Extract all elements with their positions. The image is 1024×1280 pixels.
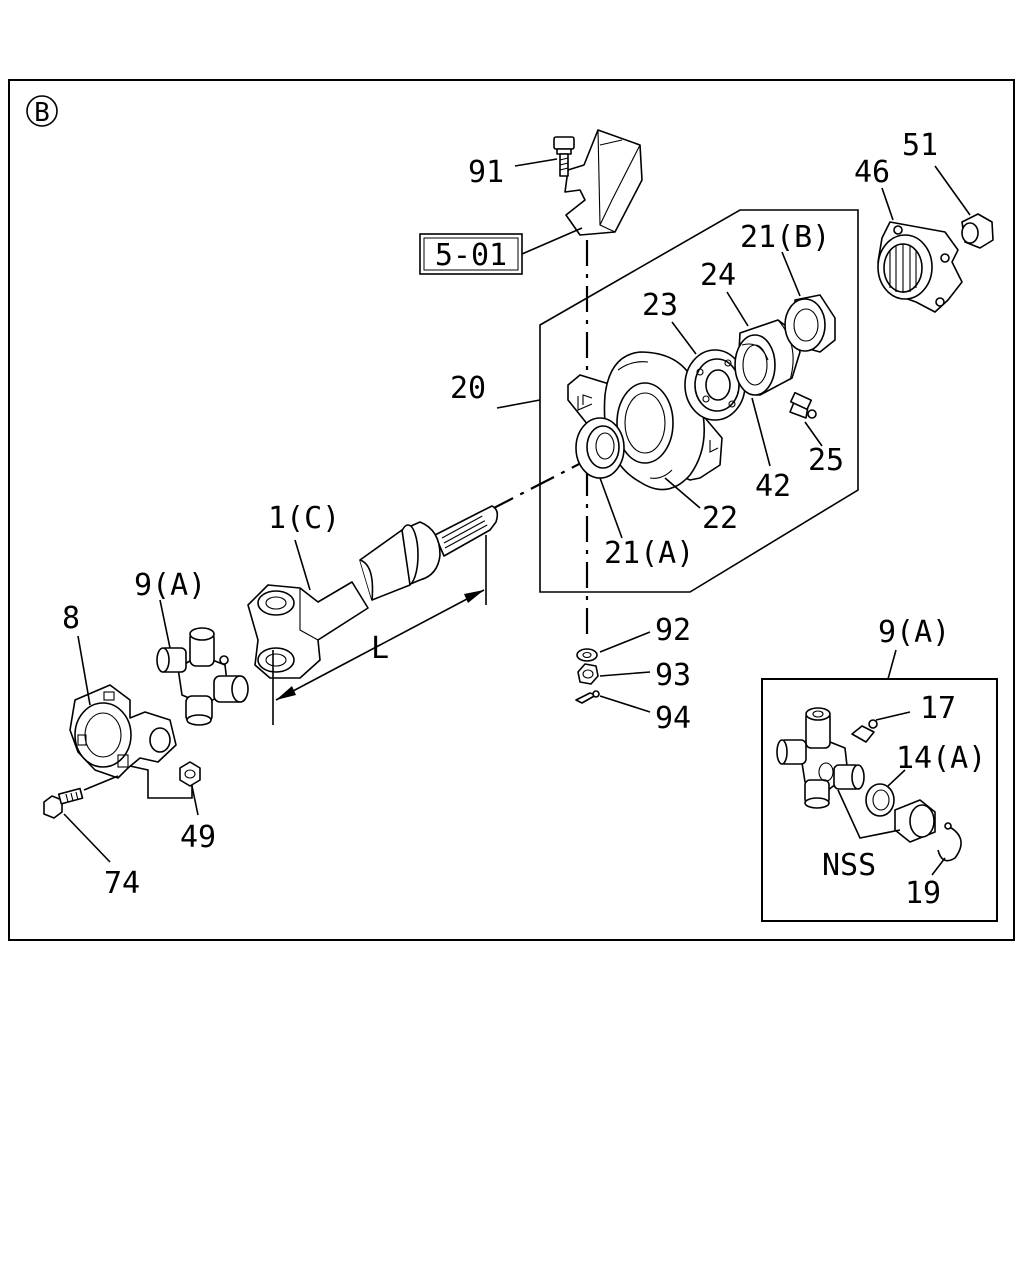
callout-22: 22 — [702, 501, 738, 536]
leader-19 — [931, 857, 946, 876]
bearing-cup — [894, 799, 936, 843]
leader-21b — [781, 251, 801, 297]
companion-flange-46 — [877, 221, 963, 313]
leader-46 — [881, 187, 894, 221]
callout-14a: 14(A) — [896, 741, 986, 776]
inset-title: 9(A) — [878, 615, 950, 650]
callout-94: 94 — [655, 701, 691, 736]
callout-93: 93 — [655, 658, 691, 693]
ball-bearing-23 — [684, 349, 746, 421]
spring-42 — [734, 334, 776, 396]
flange-nut-51 — [961, 213, 994, 249]
leader-74-to-flange — [83, 775, 119, 791]
callout-19: 19 — [905, 876, 941, 911]
view-marker-letter: B — [34, 98, 50, 128]
callout-9a: 9(A) — [134, 568, 206, 603]
nut-49 — [179, 761, 201, 787]
leader-1c — [294, 539, 311, 591]
leader-20 — [496, 399, 541, 409]
frame-bracket — [564, 129, 643, 236]
leader-25 — [804, 421, 823, 447]
leader-8 — [77, 635, 91, 706]
callout-51: 51 — [902, 128, 938, 163]
leader-23 — [671, 321, 697, 355]
leader-74 — [63, 813, 111, 863]
callout-21b: 21(B) — [740, 220, 830, 255]
callout-92: 92 — [655, 613, 691, 648]
callout-46: 46 — [854, 155, 890, 190]
oil-seal-21b — [784, 294, 836, 353]
leader-51 — [934, 165, 971, 216]
callout-21a: 21(A) — [604, 536, 694, 571]
callout-42: 42 — [755, 469, 791, 504]
diagram-frame — [8, 79, 1015, 941]
leader-42 — [751, 397, 771, 467]
grease-nipple-17 — [851, 719, 878, 743]
group-bracket-8 — [129, 765, 193, 799]
oil-seal-21a — [575, 417, 625, 479]
seal-14a — [865, 783, 895, 817]
callout-nss: NSS — [822, 848, 876, 883]
leader-93 — [599, 671, 651, 677]
callout-17: 17 — [920, 691, 956, 726]
snap-ring-19 — [937, 822, 962, 862]
nss-bracket — [837, 789, 901, 839]
leader-9a — [159, 599, 171, 649]
grease-nipple-25 — [789, 391, 817, 419]
leader-22 — [664, 477, 701, 509]
leader-91 — [514, 158, 558, 167]
spider-cross — [776, 707, 865, 809]
center-bearing-group-outline — [539, 209, 859, 593]
callout-20: 20 — [450, 371, 486, 406]
ref-box-label: 5-01 — [435, 238, 507, 273]
bolt-74 — [43, 787, 84, 819]
bearing-housing-22 — [567, 351, 723, 491]
leader-inset-title — [887, 649, 897, 680]
flange-yoke-8 — [69, 684, 177, 779]
leader-5-01 — [521, 227, 583, 255]
callout-25: 25 — [808, 443, 844, 478]
leader-14a — [887, 769, 906, 787]
inset-frame — [761, 678, 998, 922]
bracket-upper-lug — [577, 396, 593, 411]
callout-24: 24 — [700, 258, 736, 293]
dimension-l-label: L — [371, 631, 389, 666]
callout-23: 23 — [642, 288, 678, 323]
dimension-l — [272, 535, 487, 725]
callout-91: 91 — [468, 155, 504, 190]
leader-17 — [875, 711, 911, 721]
shaft-centerline — [489, 461, 584, 511]
universal-joint-9a — [156, 627, 249, 726]
callout-74: 74 — [104, 866, 140, 901]
bolt-91 — [553, 136, 575, 177]
callout-1c: 1(C) — [268, 501, 340, 536]
propeller-shaft-1c — [247, 505, 499, 679]
leader-21a — [599, 477, 623, 539]
callout-49: 49 — [180, 820, 216, 855]
leader-24 — [726, 291, 749, 327]
nut-93 — [577, 663, 599, 685]
leader-49 — [191, 785, 199, 816]
callout-8: 8 — [62, 601, 80, 636]
leader-92 — [599, 631, 651, 653]
leader-94 — [599, 695, 651, 713]
cotter-pin-94 — [575, 690, 600, 704]
ref-box-inner — [423, 237, 519, 271]
washer-92 — [576, 648, 598, 662]
view-marker: B — [26, 95, 58, 128]
